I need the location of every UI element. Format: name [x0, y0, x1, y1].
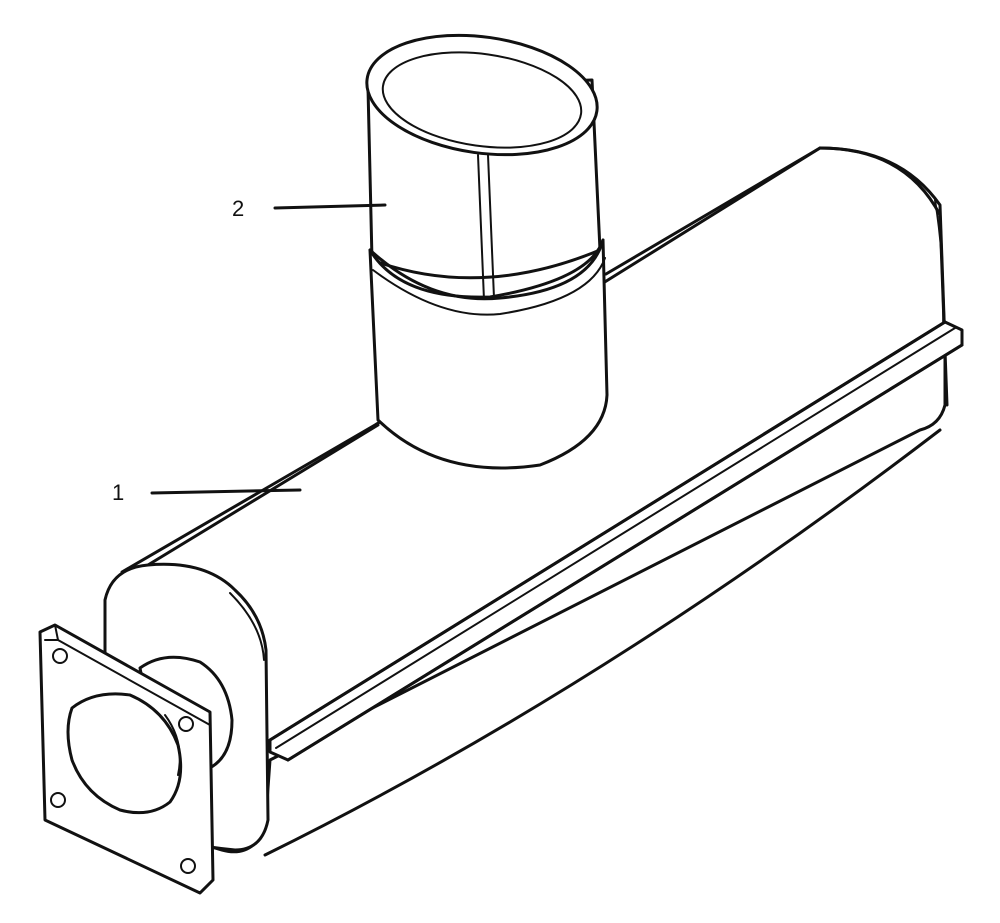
side-rail — [268, 320, 964, 762]
callout-label-1: 1 — [112, 480, 125, 505]
bolt-hole — [52, 648, 68, 664]
flange-plate — [38, 623, 215, 895]
bolt-hole — [178, 716, 194, 732]
leader-line-1 — [150, 488, 302, 495]
callout-label-2: 2 — [232, 196, 245, 221]
vertical-pipe — [365, 33, 609, 470]
bolt-hole — [180, 858, 196, 874]
bolt-hole — [50, 792, 66, 808]
leader-line-2 — [273, 203, 387, 210]
